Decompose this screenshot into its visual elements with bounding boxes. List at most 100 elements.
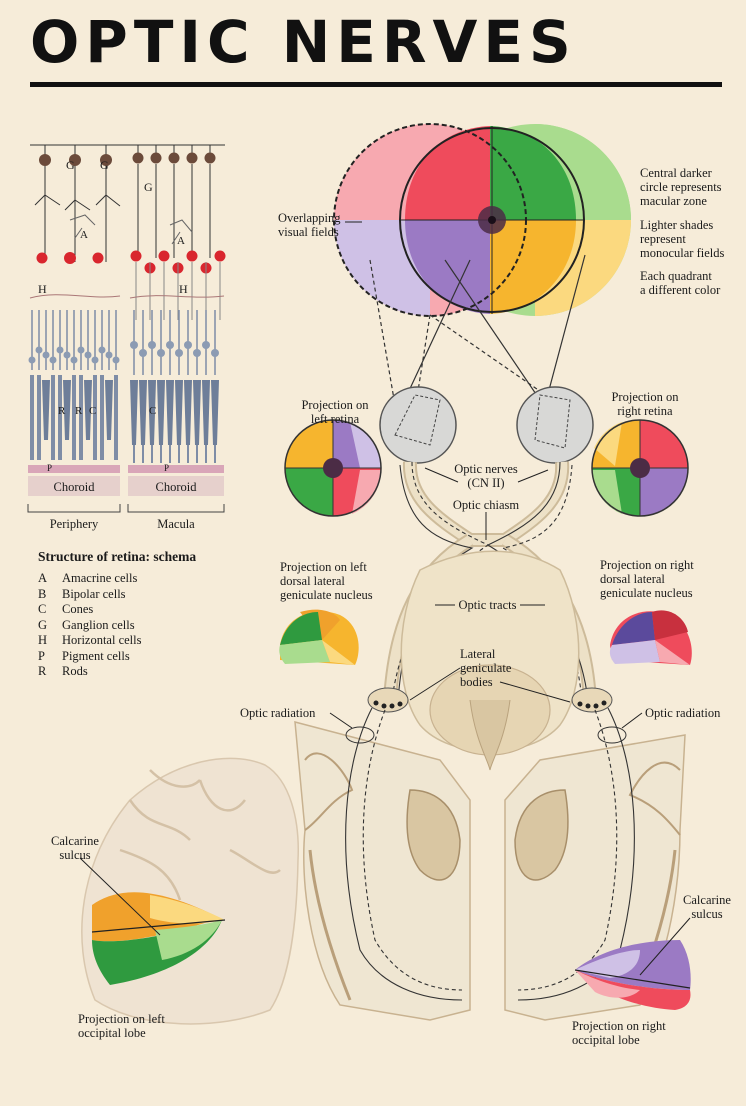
rod-cell [37, 375, 41, 460]
right-lgn-projection [609, 610, 692, 665]
rod-letter-2: R [75, 405, 83, 417]
macula-label: Macula [157, 517, 195, 531]
lateral-geniculate-label: Lateral geniculate bodies [460, 647, 512, 689]
cone-cell [157, 380, 165, 445]
left-lgn-projection [279, 609, 359, 665]
rod-cell [100, 375, 104, 460]
proj-right-occipital-label: Projection on right occipital lobe [572, 1019, 666, 1047]
bipolar-cell [130, 250, 142, 262]
eyes [379, 386, 594, 464]
right-eye [516, 386, 594, 464]
right-retina-projection [591, 419, 689, 517]
ganglion-letter-3: G [144, 180, 153, 194]
proj-left-occipital-label: Projection on left occipital lobe [78, 1012, 165, 1040]
ganglion-letter-2: G [100, 158, 109, 172]
proj-left-lgn-label: Projection on left dorsal lateral genicu… [280, 560, 373, 602]
rod-cell [72, 375, 76, 460]
rod-letter-1: R [58, 405, 66, 417]
cone-cell [42, 380, 50, 440]
cone-cell [166, 380, 174, 445]
periphery-label: Periphery [49, 517, 99, 531]
cone-cell [211, 380, 219, 445]
bipolar-cell [36, 252, 48, 264]
cone-cell [202, 380, 210, 445]
optic-radiation-right-label: Optic radiation [645, 706, 721, 720]
choroid-label-macula: Choroid [155, 480, 197, 494]
note-quadrant: Each quadrant a different color [640, 269, 721, 297]
legend-title: Structure of retina: schema [38, 549, 197, 564]
ganglion-cell [204, 152, 216, 164]
rod-cell [79, 375, 83, 460]
cone-cell [105, 380, 113, 440]
amacrine-cell [169, 219, 193, 245]
optic-chiasm-label: Optic chiasm [452, 498, 520, 512]
horizontal-cell-fiber [129, 295, 225, 299]
cone-cell [84, 380, 92, 440]
optic-radiation-left-label: Optic radiation [240, 706, 316, 720]
choroid-periphery [28, 476, 120, 496]
visual-fields [333, 123, 631, 411]
rod-cell [93, 375, 97, 460]
horizontal-letter-1: H [38, 282, 47, 296]
right-occipital-projection [574, 940, 691, 1010]
amacrine-letter-1: A [80, 229, 88, 241]
rod-cell [114, 375, 118, 460]
leader-lines [79, 221, 691, 976]
rod-cell [58, 375, 62, 460]
choroid-label-periphery: Choroid [53, 480, 95, 494]
retina-schema [27, 144, 226, 513]
cone-cell [63, 380, 71, 440]
cone-cell [184, 380, 192, 445]
calcarine-right-label: Calcarine sulcus [683, 893, 731, 921]
proj-right-lgn-label: Projection on right dorsal lateral genic… [600, 558, 694, 600]
amacrine-letter-2: A [177, 235, 185, 247]
horizontal-letter-2: H [179, 282, 188, 296]
ganglion-cell [69, 154, 81, 166]
ganglion-cell [100, 154, 112, 166]
ganglion-cell [132, 152, 144, 164]
ganglion-cell [39, 154, 51, 166]
bipolar-cell [92, 252, 104, 264]
choroid-macula [128, 476, 224, 496]
page-title: OPTIC NERVES [30, 8, 577, 76]
proj-left-retina-label: Projection on left retina [301, 398, 369, 426]
ganglion-letter-1: G [66, 158, 75, 172]
pigment-letter-1: P [47, 463, 53, 473]
ganglion-cell [186, 152, 198, 164]
cone-letter-2: C [149, 405, 157, 417]
bipolar-cell [214, 250, 226, 262]
cone-letter-1: C [89, 405, 97, 417]
cone-cell [175, 380, 183, 445]
bracket-macula [127, 504, 225, 513]
amacrine-cell [69, 214, 96, 239]
cone-cell [130, 380, 138, 445]
calcarine-left-label: Calcarine sulcus [51, 834, 99, 862]
rod-cell [30, 375, 34, 460]
optic-tracts-label: Optic tracts [458, 598, 517, 612]
left-eye [379, 386, 457, 464]
left-occipital-brain [81, 757, 299, 1025]
proj-right-retina-label: Projection on right retina [611, 390, 679, 418]
binocular-field [405, 126, 576, 314]
optic-nerves-label: Optic nerves (CN II) [454, 462, 518, 490]
pigment-layer-periphery [28, 465, 120, 473]
cone-cell [139, 380, 147, 445]
title-rule [30, 82, 722, 87]
rod-cell [51, 375, 55, 460]
pigment-letter-2: P [164, 463, 170, 473]
left-retina-projection [284, 419, 382, 517]
overlapping-fields-label: Overlapping visual fields [278, 211, 341, 239]
note-monocular: Lighter shades represent monocular field… [640, 218, 725, 260]
horizontal-cell-fiber [29, 294, 121, 299]
bipolar-cell [64, 252, 76, 264]
cone-cell [193, 380, 201, 445]
